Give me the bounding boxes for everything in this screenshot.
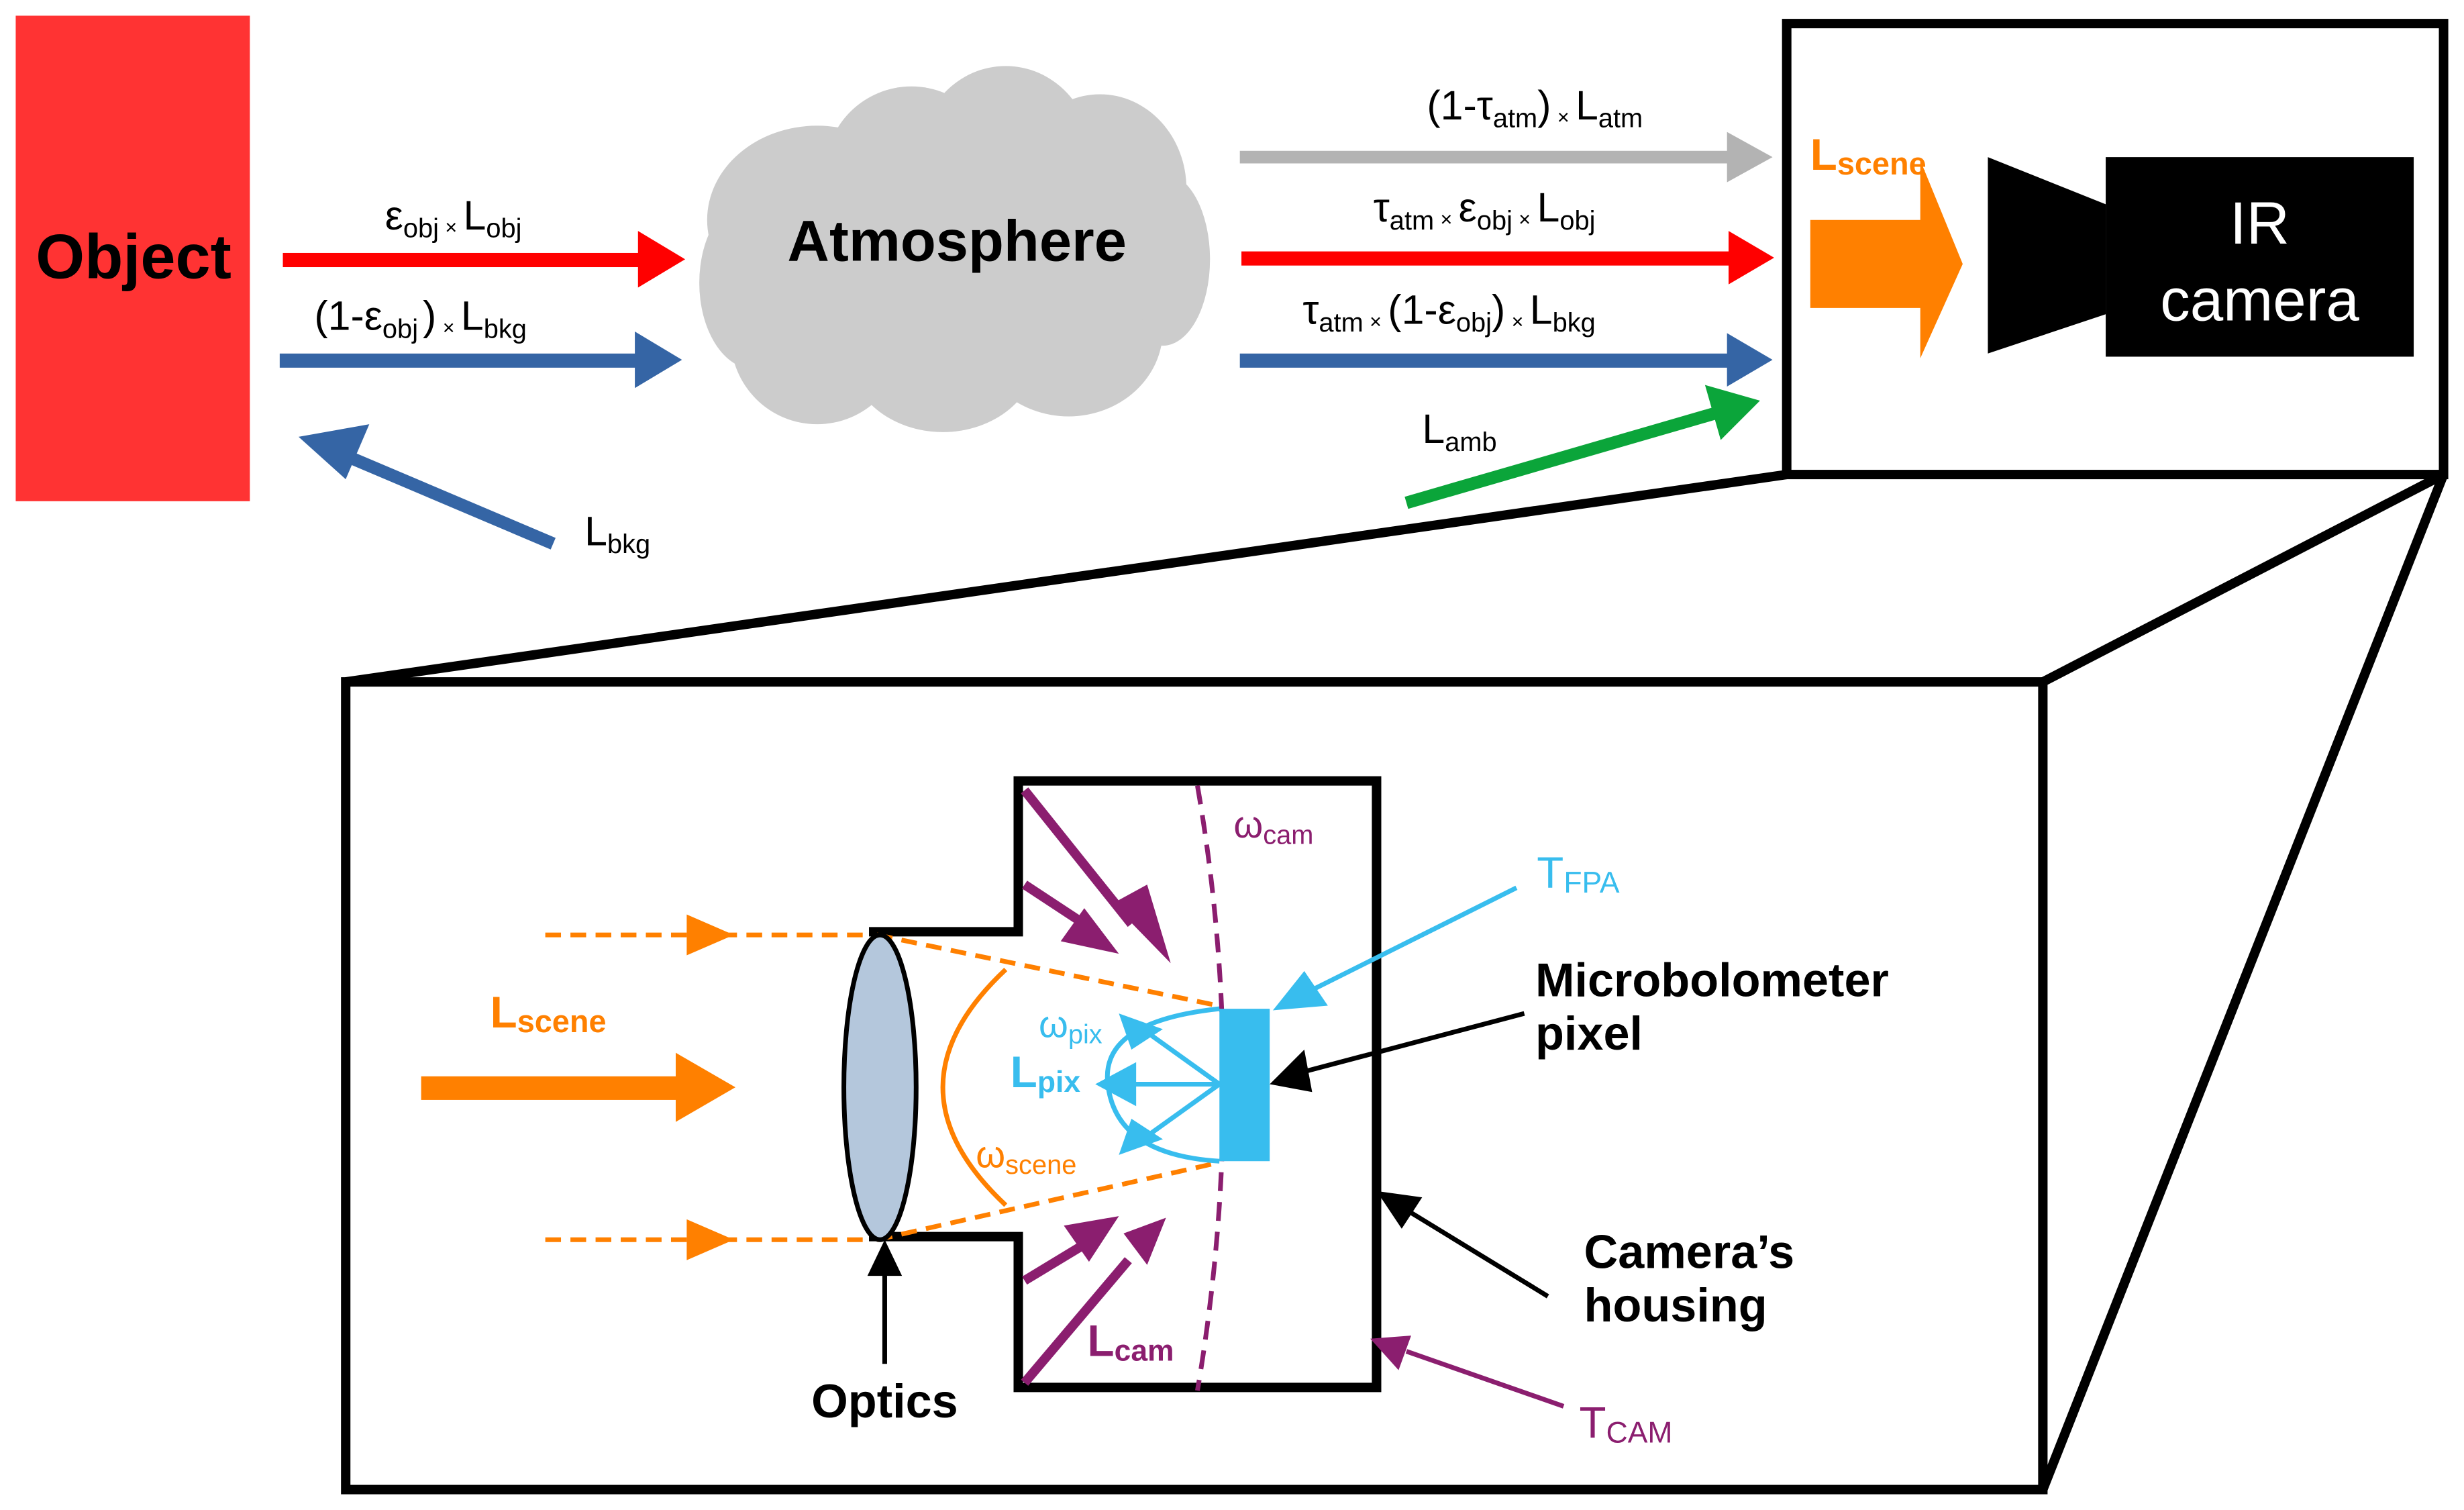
optics-lens [841,932,919,1242]
atm-bkg-arrow [1239,333,1773,387]
housing-label-2: housing [1584,1278,1767,1331]
omega-scene-arc [940,968,1008,1207]
scene-ray-arrowhead-bottom [686,1219,734,1260]
reflected-arrow [279,332,682,389]
t-cam-label: TCAM [1580,1398,1673,1449]
scene-ray-arrowhead-top [686,914,734,956]
t-fpa-label: TFPA [1537,848,1620,899]
atm-obj-arrow [1241,231,1774,285]
object-label: Object [36,221,231,291]
l-cam-label: Lcam [1088,1317,1174,1368]
atmosphere-cloud [699,66,1211,432]
background-label: Lbkg [584,508,650,559]
ambient-arrow [1404,385,1760,509]
atm-obj-label: τatm×εobj×Lobj [1374,185,1596,236]
camera-label-camera: camera [2160,266,2359,334]
reflected-label: (1-εobj)×Lbkg [314,293,527,344]
camera-housing [869,776,1382,1393]
housing-emission-arrows [1021,787,1171,1386]
scene-label-inset: Lscene [491,988,607,1039]
atm-emitted-arrow [1239,132,1773,183]
t-fpa-pointer [1272,885,1518,1011]
optics-label: Optics [811,1374,958,1427]
atm-emitted-label: (1-τatm)×Latm [1427,83,1643,134]
emitted-arrow [283,231,686,288]
pixel-emission-arrows [1095,1013,1221,1155]
microbolometer-label-1: Microbolometer [1535,953,1889,1006]
scene-label-top: Lscene [1810,130,1927,181]
zoom-line-right [2041,470,2446,687]
ir-camera-icon [1988,157,2414,357]
scene-arrow-inset [421,1052,735,1122]
object-box [15,15,250,501]
ambient-label: Lamb [1422,406,1496,457]
atmosphere-label: Atmosphere [787,209,1126,274]
zoom-line-bottom [2038,472,2449,1492]
atm-bkg-label: τatm×(1-εobj)×Lbkg [1302,287,1595,338]
t-cam-pointer [1370,1336,1565,1409]
housing-label-1: Camera’s [1584,1225,1795,1278]
microbolometer-label-2: pixel [1535,1007,1643,1060]
omega-scene-label: ωscene [976,1134,1076,1180]
microbolometer-pointer [1270,1011,1525,1093]
zoom-line-left [345,470,1788,687]
scene-arrow-top [1810,160,1963,358]
camera-label-ir: IR [2230,189,2290,256]
omega-pix-label: ωpix [1039,1003,1102,1049]
omega-cam-label: ωcam [1233,803,1313,850]
microbolometer-pixel [1219,1009,1270,1162]
background-arrow [298,424,556,550]
emitted-label: εobj×Lobj [385,193,522,244]
housing-pointer [1376,1191,1549,1299]
optics-pointer [867,1240,903,1364]
l-pix-label: Lpix [1011,1048,1081,1099]
